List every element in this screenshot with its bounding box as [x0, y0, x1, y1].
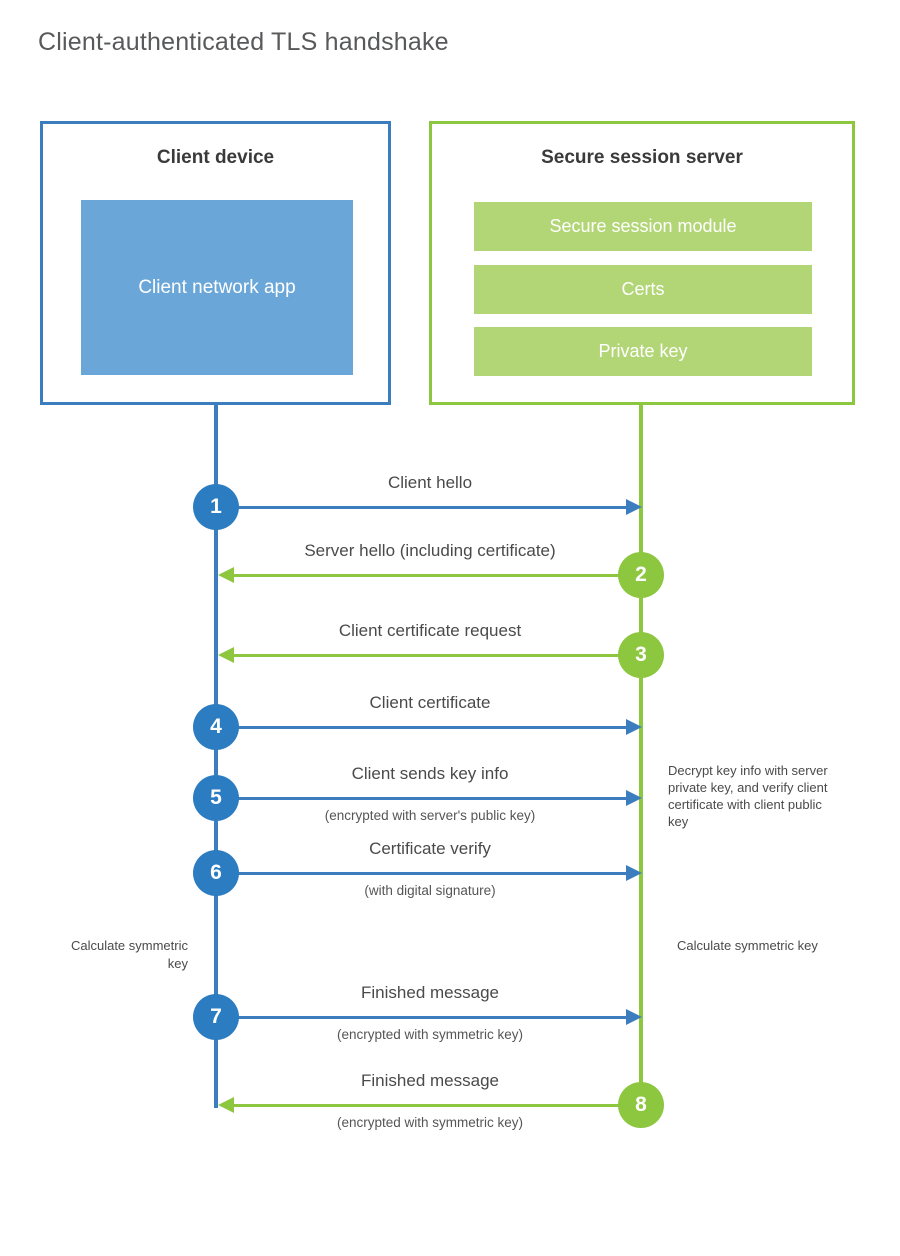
- message-label-7: Finished message: [361, 983, 499, 1002]
- step-badge-3: 3: [618, 632, 664, 678]
- client-lifeline: [214, 404, 218, 1108]
- client-device-box: Client device Client network app: [40, 121, 391, 405]
- message-label-5: Client sends key info: [351, 764, 509, 783]
- step-badge-4: 4: [193, 704, 239, 750]
- secure-session-server-box: Secure session server Secure session mod…: [429, 121, 855, 405]
- arrow-head-left-icon: [218, 647, 234, 663]
- step-badge-5: 5: [193, 775, 239, 821]
- message-label-4: Client certificate: [369, 693, 491, 712]
- message-label-8: Finished message: [361, 1071, 499, 1090]
- step-badge-2: 2: [618, 552, 664, 598]
- step-badge-1: 1: [193, 484, 239, 530]
- message-line-4: [216, 726, 628, 729]
- step-badge-8: 8: [618, 1082, 664, 1128]
- server-component-private-key: Private key: [474, 327, 812, 376]
- arrow-head-right-icon: [626, 790, 642, 806]
- step-badge-7: 7: [193, 994, 239, 1040]
- message-line-8: [228, 1104, 641, 1107]
- message-label-3: Client certificate request: [338, 621, 522, 640]
- message-sublabel-5: (encrypted with server's public key): [324, 808, 536, 823]
- step-badge-6: 6: [193, 850, 239, 896]
- arrow-head-right-icon: [626, 499, 642, 515]
- server-lifeline: [639, 404, 643, 1106]
- secure-session-server-title: Secure session server: [541, 147, 743, 168]
- message-label-2: Server hello (including certificate): [304, 541, 556, 560]
- message-label-1: Client hello: [387, 473, 473, 492]
- arrow-head-left-icon: [218, 567, 234, 583]
- message-line-2: [228, 574, 641, 577]
- arrow-head-left-icon: [218, 1097, 234, 1113]
- message-sublabel-7: (encrypted with symmetric key): [336, 1027, 524, 1042]
- client-network-app-block: Client network app: [81, 200, 353, 375]
- message-line-1: [216, 506, 628, 509]
- message-sublabel-6: (with digital signature): [364, 883, 496, 898]
- client-device-title: Client device: [156, 147, 275, 168]
- message-line-5: [216, 797, 628, 800]
- message-line-3: [228, 654, 641, 657]
- message-line-7: [216, 1016, 628, 1019]
- arrow-head-right-icon: [626, 1009, 642, 1025]
- server-component-certs: Certs: [474, 265, 812, 314]
- message-label-6: Certificate verify: [369, 839, 491, 858]
- message-line-6: [216, 872, 628, 875]
- page-title: Client-authenticated TLS handshake: [38, 28, 449, 56]
- arrow-head-right-icon: [626, 865, 642, 881]
- arrow-head-right-icon: [626, 719, 642, 735]
- note-server-decrypt: Decrypt key info with server private key…: [668, 763, 828, 829]
- note-server-calculate-symmetric-key: Calculate symmetric key: [677, 938, 818, 953]
- message-sublabel-8: (encrypted with symmetric key): [336, 1115, 524, 1130]
- server-component-secure-session-module: Secure session module: [474, 202, 812, 251]
- note-client-calculate-symmetric-key: Calculate symmetric key: [70, 938, 188, 971]
